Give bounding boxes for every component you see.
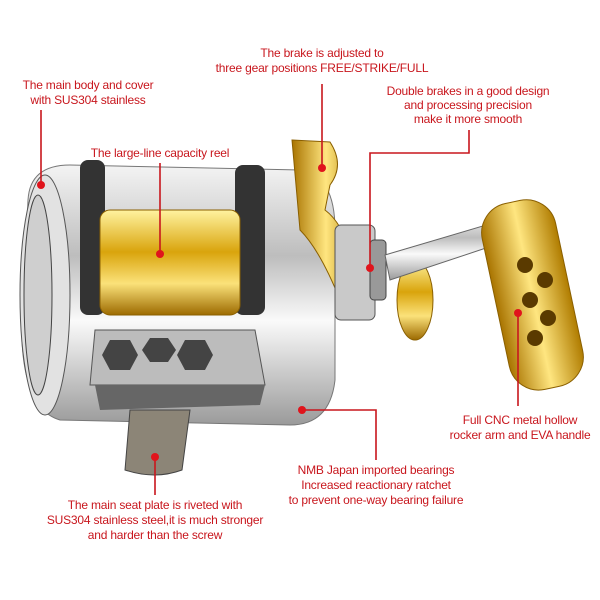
leader-lines xyxy=(40,84,519,495)
marker-dots xyxy=(37,164,522,461)
annotation-line: The main seat plate is riveted with xyxy=(67,498,243,512)
annotation-line: SUS304 stainless steel,it is much strong… xyxy=(46,513,264,527)
annotation-line: rocker arm and EVA handle xyxy=(449,428,591,442)
annotation-line: NMB Japan imported bearings xyxy=(297,463,455,477)
annotation-line: The large-line capacity reel xyxy=(90,146,230,160)
annotation-line: and harder than the screw xyxy=(87,528,223,542)
double-brakes-annotation: Double brakes in a good design and proce… xyxy=(387,84,550,126)
annotation-line: to prevent one-way bearing failure xyxy=(288,493,464,507)
annotation-line: and processing precision xyxy=(404,98,532,112)
body-annotation: The main body and cover with SUS304 stai… xyxy=(23,78,154,108)
brake-annotation: The brake is adjusted to three gear posi… xyxy=(216,46,429,76)
spool-annotation: The large-line capacity reel xyxy=(90,146,230,161)
seat-frame xyxy=(89,329,266,386)
seat-plate xyxy=(95,385,265,476)
handle-annotation: Full CNC metal hollow rocker arm and EVA… xyxy=(450,413,591,443)
annotation-line: Increased reactionary ratchet xyxy=(301,478,451,492)
annotation-line: Full CNC metal hollow xyxy=(462,413,578,427)
annotation-line: with SUS304 stainless xyxy=(30,93,146,107)
handle xyxy=(384,199,584,391)
spool xyxy=(99,209,241,316)
bearings-annotation: NMB Japan imported bearings Increased re… xyxy=(289,463,464,508)
annotation-line: The brake is adjusted to xyxy=(260,46,384,60)
annotation-line: three gear positions FREE/STRIKE/FULL xyxy=(215,61,429,75)
brake-lever xyxy=(291,139,434,341)
annotation-line: Double brakes in a good design xyxy=(386,84,550,98)
seat-plate-annotation: The main seat plate is riveted with SUS3… xyxy=(46,498,264,543)
annotation-line: The main body and cover xyxy=(22,78,154,92)
annotation-line: make it more smooth xyxy=(413,112,523,126)
